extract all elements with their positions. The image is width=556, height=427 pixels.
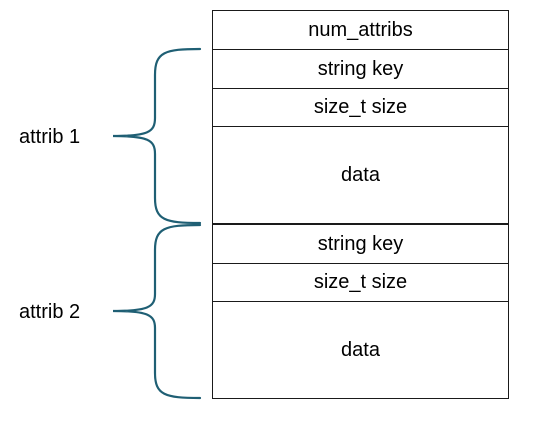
- group-label-attrib-1: attrib 1: [19, 126, 81, 148]
- group-label-attrib-2: attrib 2: [19, 301, 81, 323]
- attrib-2-data-cell: data: [212, 301, 509, 399]
- attrib-2-string-key-cell: string key: [212, 223, 509, 264]
- attrib-1-size-cell: size_t size: [212, 88, 509, 127]
- brace-attrib-1: [112, 47, 202, 225]
- num-attribs-cell: num_attribs: [212, 10, 509, 50]
- attrib-1-data-cell: data: [212, 126, 509, 224]
- attrib-2-size-cell: size_t size: [212, 263, 509, 302]
- brace-attrib-2: [112, 223, 202, 400]
- attrib-1-string-key-cell: string key: [212, 49, 509, 89]
